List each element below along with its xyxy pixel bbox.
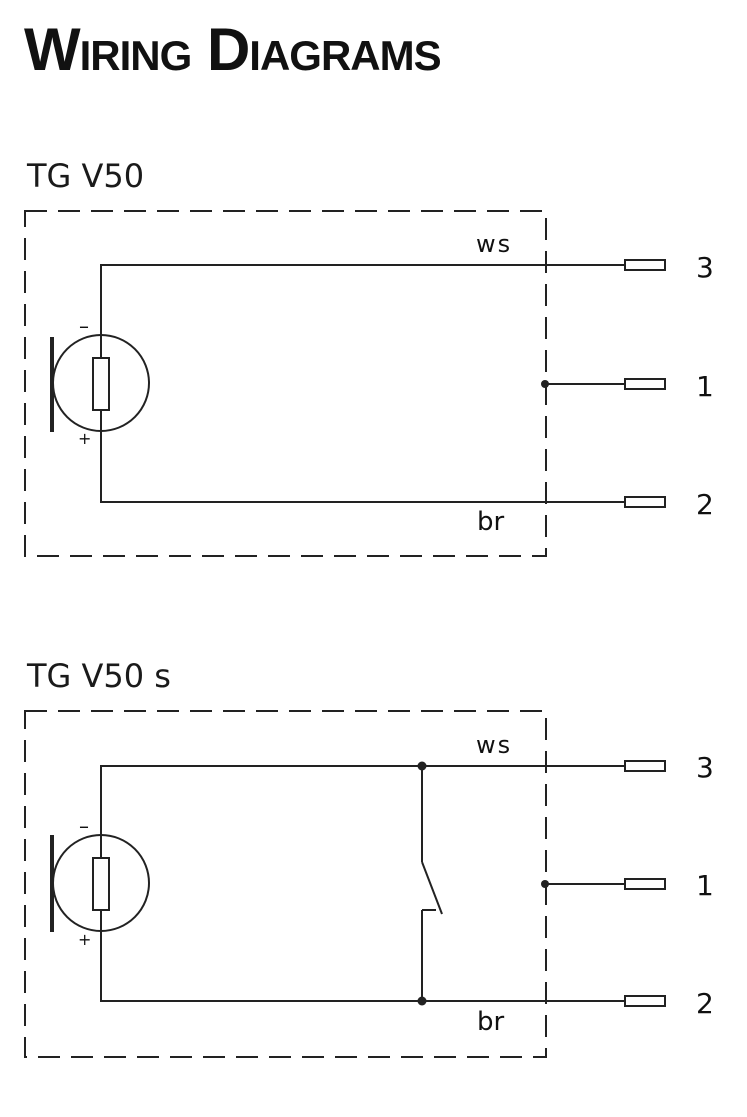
terminal-pin-2 (624, 496, 666, 508)
wire-br (100, 932, 625, 1002)
terminal-pin-1 (624, 878, 666, 890)
terminal-label-2: 2 (696, 488, 714, 521)
reed-switch (417, 761, 443, 1006)
sensor-symbol (50, 334, 150, 432)
wiring-diagram-tg-v50: – + ws br 3 1 2 (24, 210, 714, 557)
minus-sign: – (79, 814, 89, 838)
terminal-label-3: 3 (696, 251, 714, 284)
terminal-label-1: 1 (696, 869, 714, 902)
sensor-symbol (50, 834, 150, 932)
wire-label-br: br (477, 1007, 505, 1037)
plus-sign: + (78, 429, 91, 448)
wire-ws (100, 765, 625, 835)
terminal-label-2: 2 (696, 987, 714, 1020)
terminal-label-3: 3 (696, 751, 714, 784)
terminal-pin-2 (624, 995, 666, 1007)
wire-label-ws: ws (476, 230, 512, 258)
diagram-label-tg-v50: TG V50 (27, 157, 145, 195)
wiring-diagram-tg-v50-s: – + ws br 3 1 2 (24, 710, 714, 1058)
terminal-pin-1 (624, 378, 666, 390)
terminal-pin-3 (624, 760, 666, 772)
diagram-label-tg-v50-s: TG V50 s (27, 657, 171, 695)
page-title: Wiring Diagrams (24, 16, 442, 83)
wire-label-br: br (477, 507, 505, 537)
terminal-pin-3 (624, 259, 666, 271)
wire-label-ws: ws (476, 731, 512, 759)
minus-sign: – (79, 314, 89, 338)
terminal-label-1: 1 (696, 370, 714, 403)
plus-sign: + (78, 930, 91, 949)
wire-ws (100, 264, 625, 335)
wire-br (100, 432, 625, 503)
